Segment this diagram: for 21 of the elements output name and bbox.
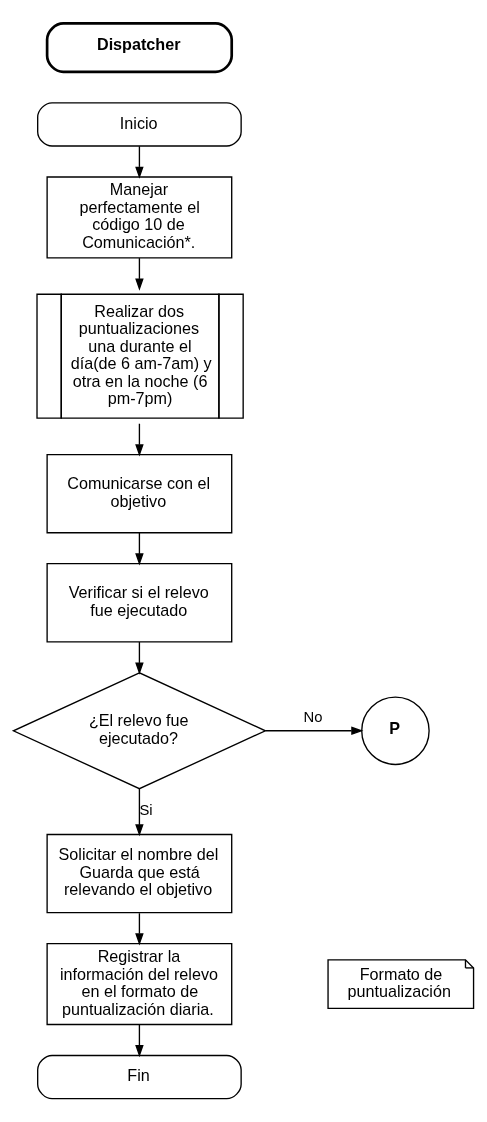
node-box: Solicitar el nombre del Guarda que está relevando el objetivo: [46, 833, 233, 914]
arrow: [135, 1024, 144, 1058]
node-box: Inicio: [37, 102, 242, 147]
node-box: Registrar la información del relevo en el formato de puntualización diaria.: [46, 943, 233, 1026]
node-diamond: ¿El relevo fue ejecutado?: [11, 672, 267, 790]
node-box: Verificar si el relevo fue ejecutado: [46, 563, 233, 643]
arrow: [135, 145, 144, 179]
node-circle: P: [361, 696, 430, 766]
node-box: Comunicarse con el objetivo: [46, 453, 233, 534]
arrow: [264, 726, 364, 736]
node-box: Manejar perfectamente el código 10 de Comunicación*.: [46, 176, 233, 259]
node-box: Dispatcher: [45, 22, 234, 74]
arrow: [135, 423, 144, 457]
arrow: [135, 788, 144, 837]
edge-label: No: [303, 709, 323, 726]
arrow: [135, 912, 144, 946]
node-box: Fin: [37, 1054, 242, 1100]
edge-label: Si: [139, 802, 153, 819]
arrow: [135, 532, 144, 566]
arrow: [135, 641, 144, 675]
arrow: [135, 257, 144, 291]
